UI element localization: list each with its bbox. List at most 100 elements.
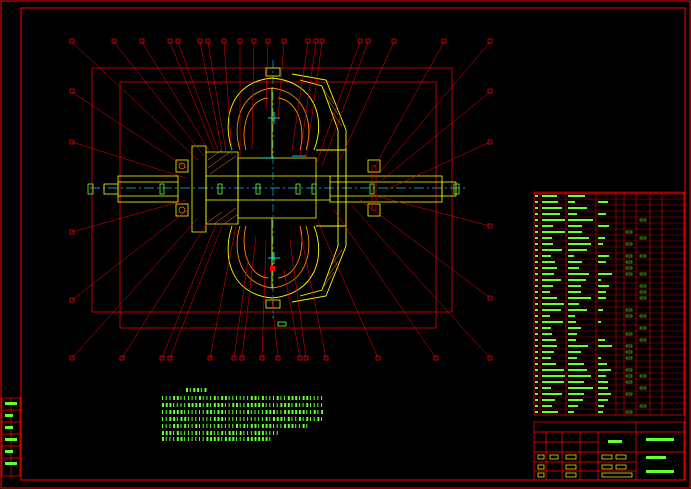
- parts-row-name: [568, 357, 577, 359]
- parts-row-number: [535, 267, 538, 269]
- parts-row-name: [568, 345, 588, 347]
- parts-row-name: [568, 387, 593, 389]
- notes-glyph: [317, 403, 319, 407]
- notes-glyph: [180, 424, 182, 428]
- notes-glyph: [169, 431, 172, 435]
- notes-glyph: [302, 417, 304, 421]
- parts-row-name: [568, 225, 582, 227]
- parts-row-qty: [598, 213, 606, 215]
- notes-glyph: [232, 424, 234, 428]
- notes-glyph: [169, 424, 171, 428]
- parts-row-code: [542, 315, 550, 317]
- notes-glyph: [236, 403, 238, 407]
- notes-glyph: [254, 403, 257, 407]
- notes-glyph: [199, 437, 200, 441]
- notes-glyph: [228, 431, 231, 435]
- notes-glyph: [173, 431, 175, 435]
- notes-glyph: [302, 396, 305, 400]
- notes-glyph: [221, 437, 223, 441]
- notes-glyph: [232, 437, 235, 441]
- notes-glyph: [180, 410, 183, 414]
- parts-row-name: [568, 321, 576, 323]
- parts-row-qty: [598, 381, 608, 383]
- parts-row-number: [535, 219, 538, 221]
- notes-glyph: [269, 410, 272, 414]
- notes-glyph: [232, 403, 235, 407]
- parts-row-code: [542, 357, 551, 359]
- notes-glyph: [265, 396, 267, 400]
- notes-glyph: [213, 437, 216, 441]
- balloon-markers: [69, 38, 493, 361]
- parts-row-note: [639, 296, 647, 300]
- parts-row-code: [542, 327, 551, 329]
- parts-row-name: [568, 309, 587, 311]
- right-bearing: [367, 159, 381, 217]
- parts-row-code: [542, 411, 558, 413]
- parts-row-number: [535, 327, 538, 329]
- notes-glyph: [247, 396, 249, 400]
- notes-glyph: [217, 410, 220, 414]
- notes-glyph: [239, 417, 241, 421]
- parts-row-material: [625, 230, 633, 234]
- notes-glyph: [228, 424, 230, 428]
- notes-glyph: [247, 437, 250, 441]
- technical-requirements-notes: [162, 388, 324, 441]
- parts-row-code: [542, 207, 562, 209]
- parts-row-note: [639, 218, 647, 222]
- parts-table-header: [533, 191, 685, 195]
- parts-row-number: [535, 411, 538, 413]
- notes-glyph: [210, 417, 212, 421]
- notes-glyph: [247, 424, 249, 428]
- notes-glyph: [269, 431, 271, 435]
- parts-row-code: [542, 273, 554, 275]
- parts-row-name: [568, 201, 575, 203]
- notes-glyph: [261, 437, 264, 441]
- parts-row-name: [568, 273, 589, 275]
- notes-glyph: [224, 396, 227, 400]
- notes-glyph: [258, 410, 260, 414]
- input-shaft: [103, 175, 179, 203]
- notes-glyph: [254, 424, 257, 428]
- title-block-green-text: [608, 438, 674, 473]
- notes-glyph: [187, 403, 190, 407]
- parts-row-name: [568, 411, 574, 413]
- notes-glyph: [265, 417, 268, 421]
- parts-row-material: [625, 410, 633, 414]
- notes-glyph: [199, 417, 200, 421]
- notes-glyph: [180, 431, 182, 435]
- notes-glyph: [276, 431, 278, 435]
- notes-glyph: [184, 403, 186, 407]
- notes-glyph: [176, 431, 179, 435]
- notes-glyph: [250, 403, 253, 407]
- parts-row-number: [535, 369, 538, 371]
- parts-row-qty: [598, 291, 606, 293]
- parts-row-name: [568, 231, 582, 233]
- notes-glyph: [273, 396, 274, 400]
- notes-glyph: [287, 417, 290, 421]
- parts-row-name: [568, 375, 591, 377]
- left-bearing: [175, 159, 189, 217]
- notes-glyph: [261, 431, 264, 435]
- parts-row-code: [542, 237, 552, 239]
- notes-glyph: [295, 403, 298, 407]
- parts-row-note: [639, 290, 647, 294]
- shaft-marks: [159, 183, 375, 195]
- parts-row-name: [568, 297, 591, 299]
- bottom-plug-mark: [277, 321, 287, 327]
- notes-glyph: [276, 424, 278, 428]
- notes-glyph: [280, 417, 283, 421]
- parts-row-code: [542, 243, 553, 245]
- notes-glyph: [173, 403, 175, 407]
- notes-glyph: [280, 424, 282, 428]
- notes-glyph: [221, 403, 224, 407]
- notes-glyph: [273, 403, 274, 407]
- parts-row-note: [639, 326, 647, 330]
- parts-row-name: [568, 285, 581, 287]
- parts-row-number: [535, 315, 538, 317]
- notes-glyph: [306, 403, 309, 407]
- parts-row-code: [542, 375, 565, 377]
- parts-row-material: [625, 308, 633, 312]
- parts-row-name: [568, 381, 584, 383]
- parts-row-note: [639, 272, 647, 276]
- notes-glyph: [298, 403, 300, 407]
